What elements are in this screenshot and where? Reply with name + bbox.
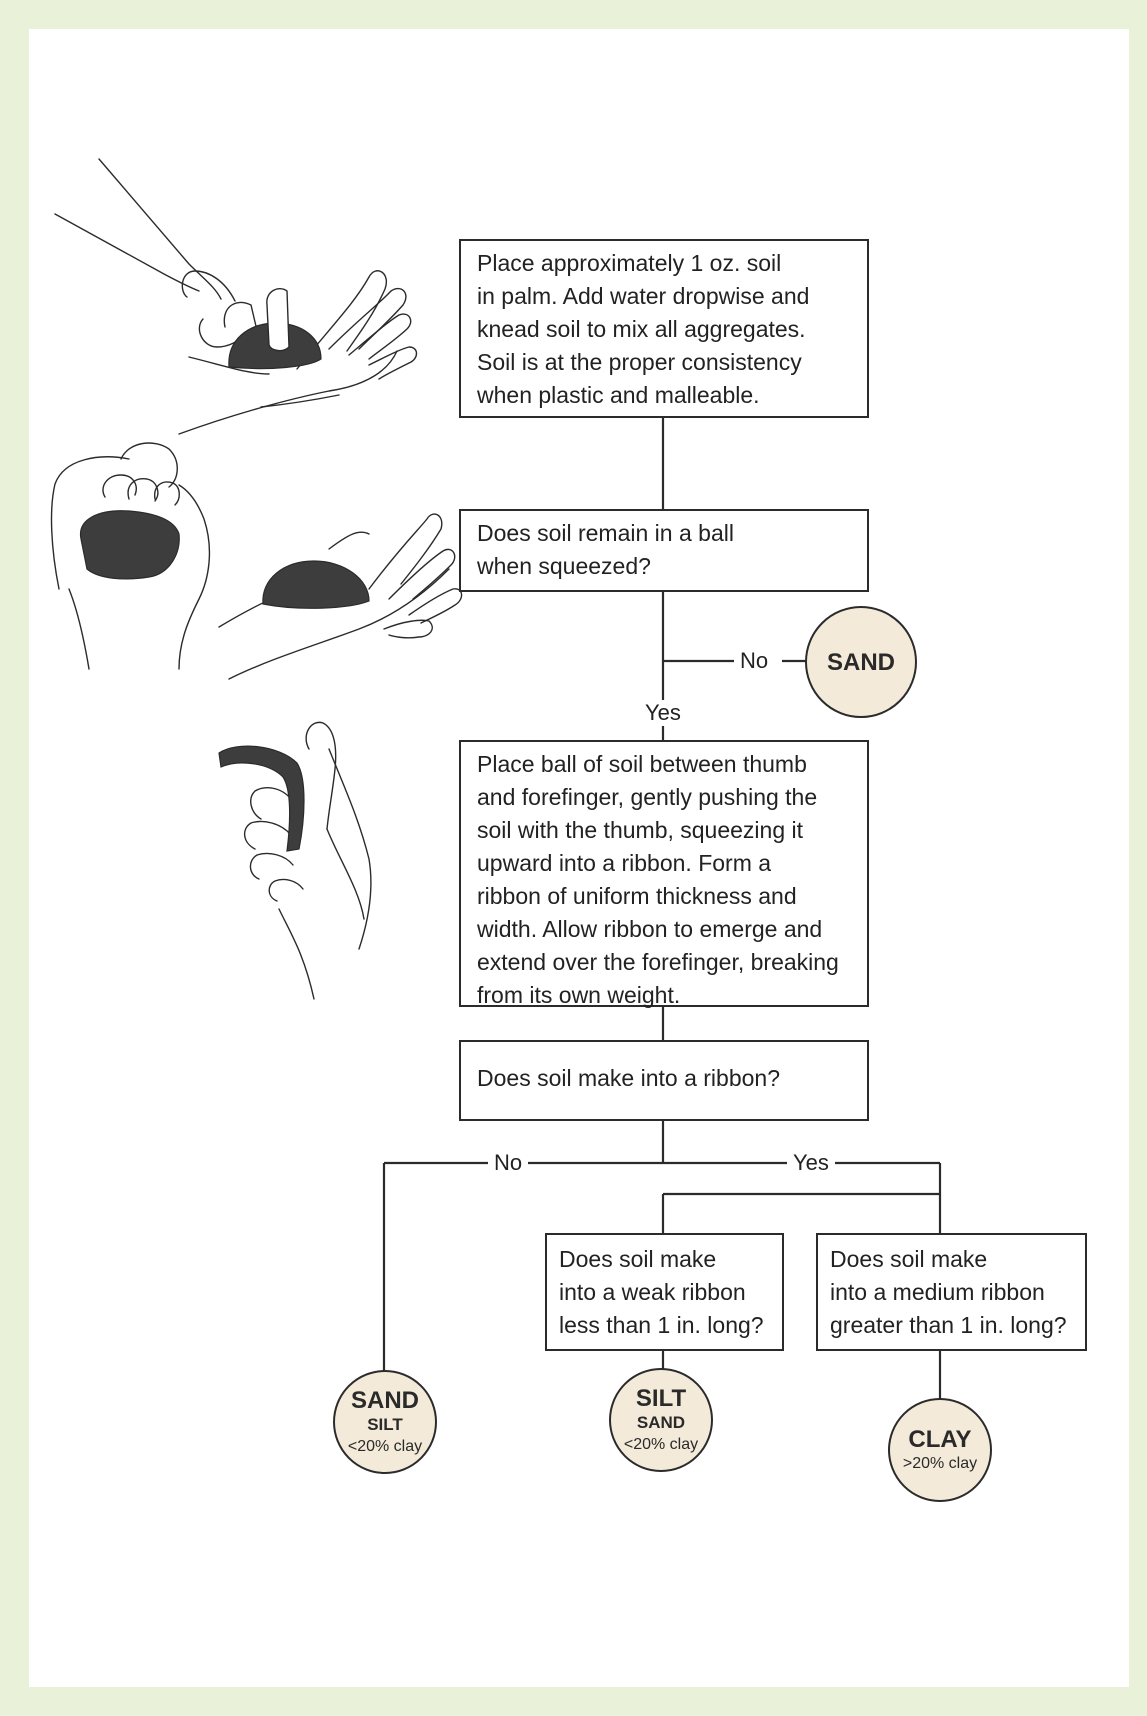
finger-outline — [296, 270, 388, 370]
finger-outline — [249, 852, 294, 880]
finger-outline — [266, 287, 290, 352]
finger-outline — [368, 513, 443, 590]
finger-outline — [388, 548, 456, 600]
yes-ball-label: Yes — [639, 700, 687, 726]
ribbon-question-text: Does soil make into a ribbon? — [477, 1065, 780, 1091]
finger-outline — [127, 478, 159, 502]
finger-outline — [408, 588, 463, 624]
result-sand-silt-pct: <20% clay — [347, 1437, 423, 1455]
hand-outline — [178, 484, 211, 670]
diagram-panel: Place approximately 1 oz. soil in palm. … — [29, 29, 1129, 1687]
palm-crease — [260, 394, 340, 408]
step-prepare-soil-text: Place approximately 1 oz. soil in palm. … — [477, 250, 810, 408]
finger-outline — [181, 270, 236, 302]
finger-outline — [348, 313, 412, 360]
result-sand-circle: SAND — [805, 606, 917, 718]
arm-outline — [54, 213, 200, 292]
medium-ribbon-question-text: Does soil make into a medium ribbon grea… — [830, 1246, 1067, 1338]
finger-outline — [250, 787, 292, 820]
finger-outline — [368, 346, 418, 380]
result-silt-sand-circle: SILT SAND <20% clay — [609, 1368, 713, 1472]
hands-kneading-soil-illustration — [54, 158, 418, 435]
palm-outline — [188, 356, 270, 375]
finger-outline — [244, 820, 292, 850]
arm-outline — [98, 158, 222, 300]
wrist-outline — [68, 588, 90, 670]
hand-outline — [328, 748, 372, 950]
soil-ribbon — [218, 745, 305, 852]
finger-outline — [120, 442, 178, 488]
ribbon-instructions-text: Place ball of soil between thumb and for… — [477, 751, 839, 1008]
weak-ribbon-question-text: Does soil make into a weak ribbon less t… — [559, 1246, 764, 1338]
result-sand-silt-main: SAND — [350, 1386, 419, 1414]
result-sand-silt-circle: SAND SILT <20% clay — [333, 1370, 437, 1474]
soil-ball — [80, 510, 180, 580]
result-silt-sand-pct: <20% clay — [623, 1435, 699, 1453]
thumb-outline — [383, 619, 433, 639]
hand-outline — [326, 828, 365, 920]
thumb-outline — [305, 721, 337, 830]
ball-question-box: Does soil remain in a ball when squeezed… — [459, 509, 869, 592]
result-clay-main: CLAY — [908, 1425, 972, 1453]
ribbon-instructions-box: Place ball of soil between thumb and for… — [459, 740, 869, 1008]
result-silt-sand-main: SILT — [635, 1384, 687, 1412]
yes-ribbon-label: Yes — [787, 1150, 835, 1176]
finger-outline — [268, 878, 304, 902]
result-clay-pct: >20% clay — [902, 1454, 978, 1472]
hand-outline — [50, 456, 130, 590]
result-clay-circle: CLAY >20% clay — [888, 1398, 992, 1502]
result-sand-main: SAND — [826, 648, 895, 676]
hand-forming-ribbon-illustration — [244, 721, 372, 1000]
palm-outline — [228, 568, 450, 680]
flowchart-connectors — [50, 158, 942, 1399]
finger-outline — [154, 481, 180, 506]
result-sand-silt-sub: SILT — [367, 1414, 403, 1434]
step-prepare-soil-box: Place approximately 1 oz. soil in palm. … — [459, 239, 869, 418]
wrist-outline — [278, 908, 315, 1000]
ball-question-text: Does soil remain in a ball when squeezed… — [477, 520, 734, 579]
soil-ball — [262, 560, 370, 609]
ribbon-question-box: Does soil make into a ribbon? — [459, 1040, 869, 1121]
finger-outline — [223, 301, 260, 340]
result-silt-sand-sub: SAND — [636, 1412, 686, 1432]
weak-ribbon-question-box: Does soil make into a weak ribbon less t… — [545, 1233, 784, 1351]
palm-outline — [178, 350, 398, 435]
no-ball-label: No — [734, 648, 775, 674]
finger-outline — [102, 474, 137, 498]
medium-ribbon-question-box: Does soil make into a medium ribbon grea… — [816, 1233, 1087, 1351]
no-ribbon-label: No — [488, 1150, 529, 1176]
finger-outline — [328, 531, 370, 550]
